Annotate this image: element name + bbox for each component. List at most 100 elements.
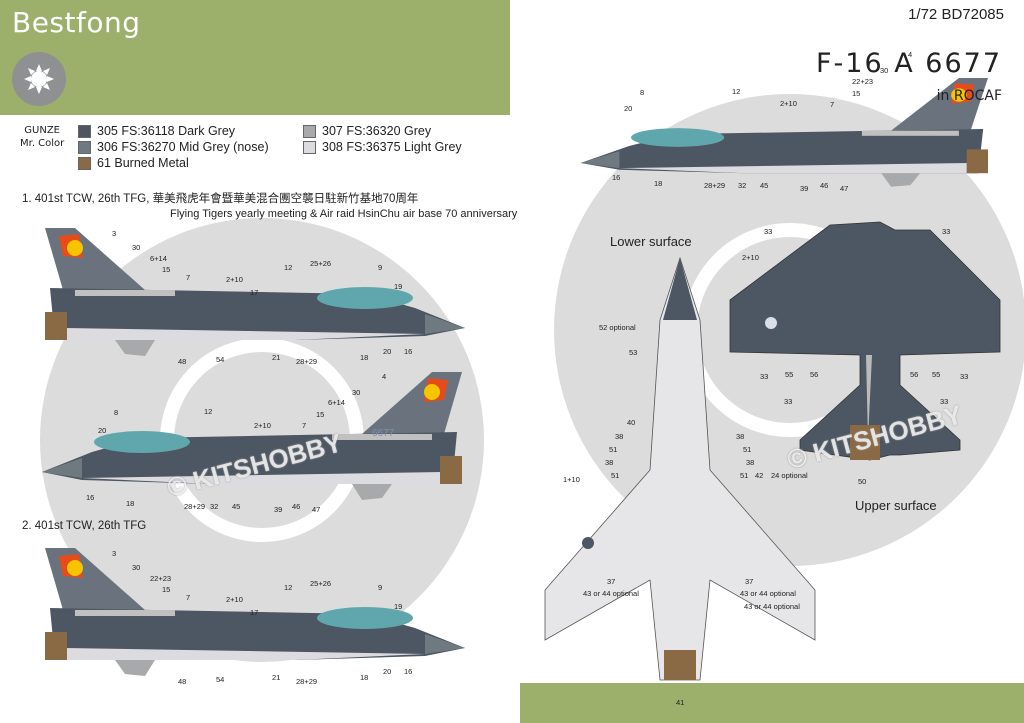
callout: 22+23 [852,77,874,86]
callout: 43 or 44 optional [583,589,639,598]
callout: 45 [760,181,769,190]
paint-swatch-308: 308 FS:36375 Light Grey [303,140,462,154]
callout: 2+10 [742,253,759,262]
callout: 51 [611,471,620,480]
callout: 46 [292,502,301,511]
paint-swatch-305: 305 FS:36118 Dark Grey [78,124,235,138]
callout: 9 [378,583,383,592]
callout: 18 [360,673,369,682]
paint-swatch-61: 61 Burned Metal [78,156,189,170]
paint-swatch-307: 307 FS:36320 Grey [303,124,431,138]
callout: 48 [178,357,187,366]
callout: 42 [755,471,764,480]
callout: 33 [940,397,949,406]
callout: 38 [615,432,624,441]
callout: 33 [760,372,769,381]
callout: 28+29 [704,181,726,190]
header-banner [0,0,510,115]
callout: 37 [745,577,754,586]
callout: 7 [830,100,835,109]
callout: 12 [284,263,293,272]
scheme-1-title: 1. 401st TCW, 26th TFG, 華美飛虎年會暨華美混合團空襲日駐… [22,193,419,205]
color-swatch [78,124,91,138]
callout: 38 [605,458,614,467]
callout: 48 [178,677,187,686]
callout: 46 [820,181,829,190]
callout: 30 [880,66,889,75]
upper-surface-title: Upper surface [855,498,937,513]
callout: 6+14 [328,398,345,407]
callout: 56 [810,370,819,379]
callout: 33 [784,397,793,406]
callout: 20 [98,426,107,435]
callout: 47 [312,505,321,514]
callout: 47 [840,184,849,193]
callout: 25+26 [310,579,332,588]
sun-emblem-icon [12,52,66,106]
callout: 3 [112,229,117,238]
callout: 33 [764,227,773,236]
callout: 33 [942,227,951,236]
callout: 39 [800,184,809,193]
callout: 30 [132,243,141,252]
callout: 21 [272,353,281,362]
callout: 7 [186,273,191,282]
callout: 20 [624,104,633,113]
callout: 12 [204,407,213,416]
callout: 2+10 [780,99,797,108]
upper-surface-plan [729,221,1001,461]
callout: 18 [360,353,369,362]
callout: 6+14 [150,254,167,263]
model-title: F-16 A 6677 [816,48,1002,79]
callout: 28+29 [296,677,318,686]
callout: 32 [210,502,219,511]
callout: 16 [404,667,413,676]
callout: 24 optional [771,471,808,480]
callout: 54 [216,355,225,364]
lower-surface-plan [544,256,816,681]
callout: 4 [382,372,387,381]
callout: 51 [609,445,618,454]
callout: 1+10 [563,475,580,484]
callout: 56 [910,370,919,379]
callout: 50 [858,477,867,486]
callout: 53 [629,348,638,357]
callout: 19 [394,282,403,291]
callout: 17 [250,608,259,617]
paint-brand-line2: Mr. Color [20,138,65,149]
callout: 51 [740,471,749,480]
callout: 28+29 [184,502,206,511]
callout: 19 [394,602,403,611]
callout: 33 [960,372,969,381]
callout: 12 [284,583,293,592]
scheme-1-subtitle: Flying Tigers yearly meeting & Air raid … [170,208,518,220]
callout: 21 [272,673,281,682]
kit-number: 1/72 BD72085 [908,6,1004,23]
callout: 16 [612,173,621,182]
callout: 45 [232,502,241,511]
callout: 43 or 44 optional [740,589,796,598]
callout: 55 [932,370,941,379]
footer-bar [520,683,1024,723]
callout: 2+10 [226,595,243,604]
callout: 39 [274,505,283,514]
callout: 37 [607,577,616,586]
callout: 15 [162,585,171,594]
callout: 2+10 [254,421,271,430]
callout: 32 [738,181,747,190]
callout: 28+29 [296,357,318,366]
callout: 3 [112,549,117,558]
callout: 52 optional [599,323,636,332]
paint-swatch-306: 306 FS:36270 Mid Grey (nose) [78,140,269,154]
callout: 30 [132,563,141,572]
paint-label: 307 FS:36320 Grey [322,124,432,138]
lower-surface-title: Lower surface [610,234,692,249]
callout: 20 [383,347,392,356]
callout: 55 [785,370,794,379]
brand-logo: Bestfong [12,6,141,39]
scheme-2-title: 2. 401st TCW, 26th TFG [22,520,147,532]
color-swatch [303,124,316,138]
color-swatch [78,140,91,154]
tail-number: 6677 [372,428,395,439]
